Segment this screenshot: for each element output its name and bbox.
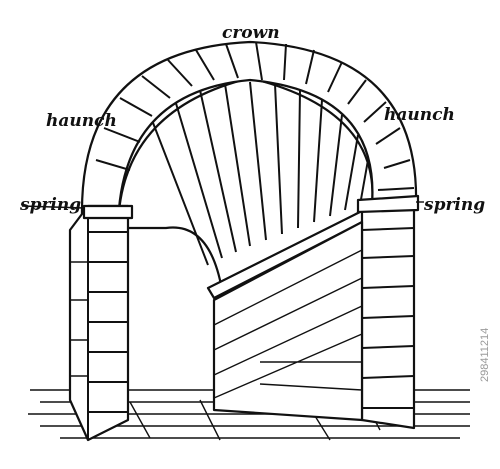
stock-id-text: 298411214 bbox=[479, 328, 491, 382]
crown-label: crown bbox=[222, 23, 280, 43]
inner-wall bbox=[212, 220, 364, 422]
left-pier bbox=[68, 204, 134, 442]
right-pier bbox=[356, 194, 420, 430]
haunch-right-label: haunch bbox=[384, 105, 455, 125]
label-leaders bbox=[21, 201, 424, 209]
haunch-left-label: haunch bbox=[46, 111, 117, 131]
spring-left-label: spring bbox=[19, 195, 81, 215]
spring-right-label: spring bbox=[423, 195, 485, 215]
